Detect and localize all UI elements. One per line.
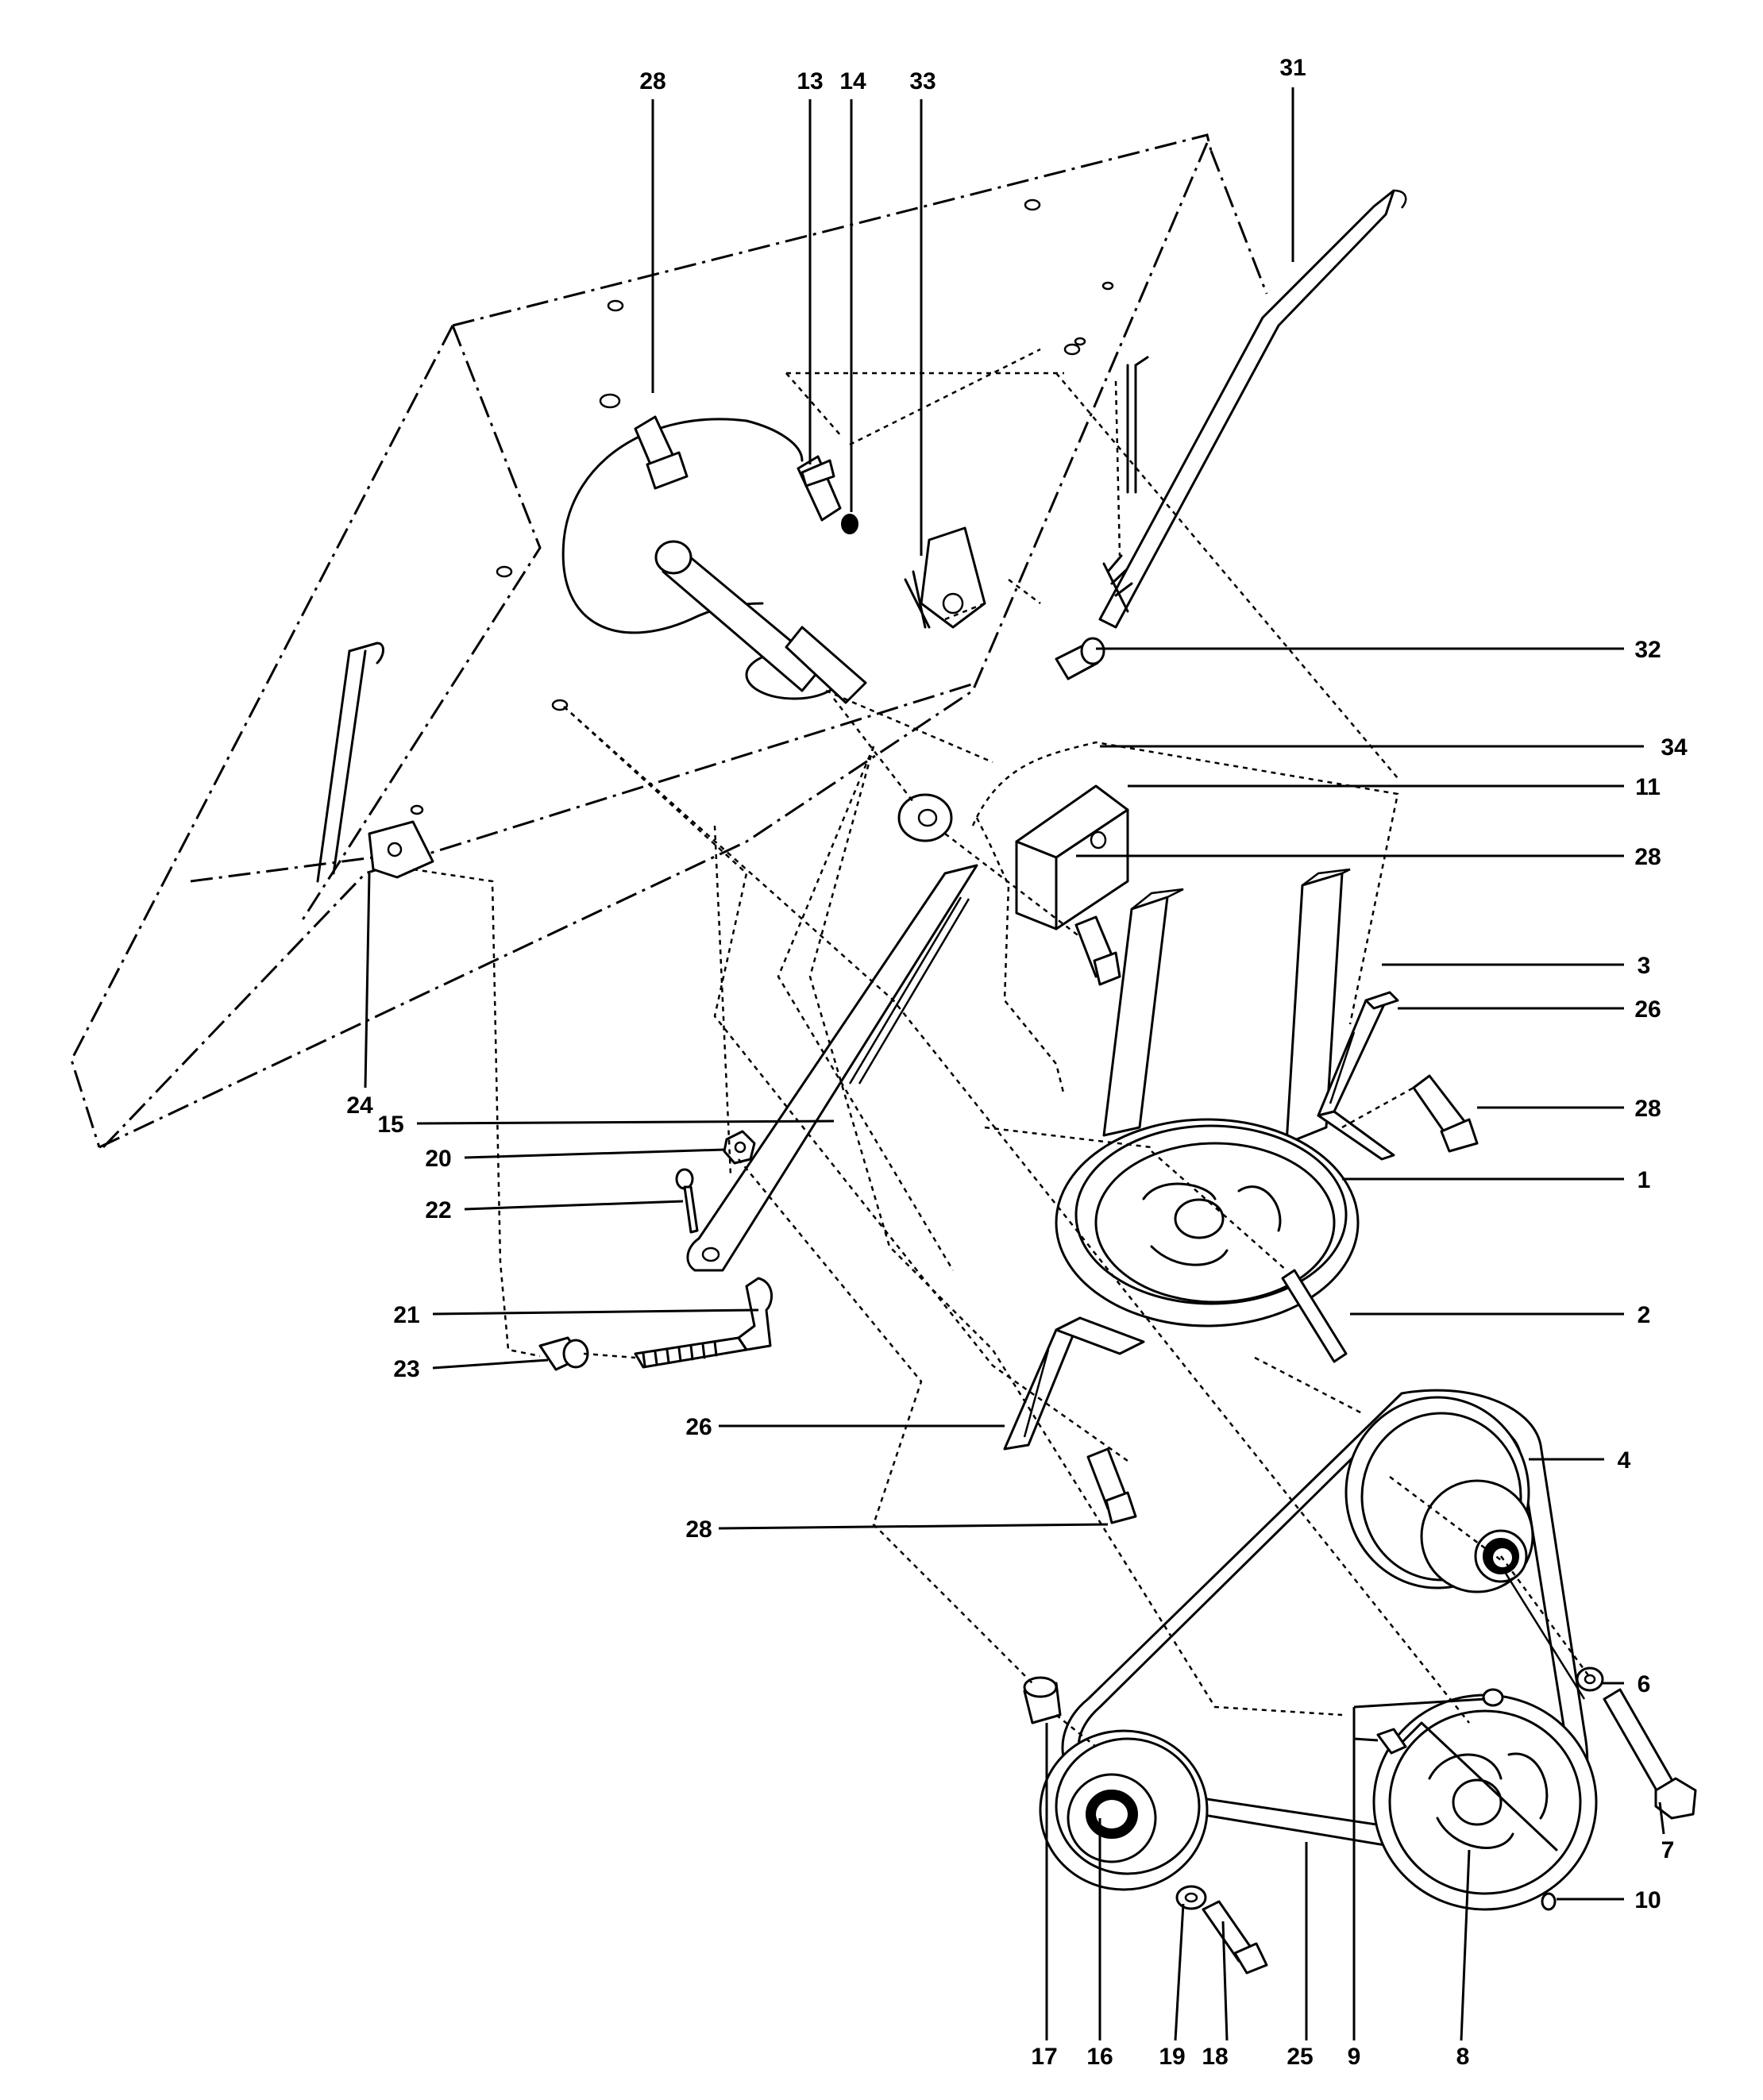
drive-shaft (654, 540, 867, 704)
pulley-8 (1372, 1693, 1598, 1911)
callout-label: 33 (909, 68, 936, 94)
stud-32 (1055, 637, 1105, 680)
spring-14 (841, 514, 858, 534)
callout-label: 10 (1634, 1887, 1661, 1913)
callout-label: 16 (1086, 2044, 1113, 2070)
bushing-17 (1023, 1676, 1062, 1724)
callout-label: 17 (1031, 2044, 1057, 2070)
callout-label: 31 (1279, 55, 1306, 81)
angle-bracket-26-upper (1317, 991, 1399, 1161)
callout-label: 25 (1287, 2044, 1313, 2070)
agitator-bracket (904, 526, 986, 629)
bolt-13 (797, 455, 842, 522)
washer-19 (1175, 1885, 1207, 1910)
callout-label: 4 (1618, 1447, 1631, 1474)
bolt-28-top (599, 393, 689, 490)
callout-label: 6 (1638, 1671, 1651, 1697)
callout-leaders (364, 87, 1665, 2041)
callout-label: 15 (377, 1112, 403, 1138)
pulley-16 (1039, 1729, 1209, 1891)
callout-label: 2 (1638, 1302, 1651, 1328)
callout-label: 21 (393, 1302, 419, 1328)
callout-label: 7 (1661, 1837, 1675, 1863)
bolt-28-lower (1086, 1447, 1137, 1524)
callout-label: 22 (425, 1197, 451, 1223)
callout-label: 8 (1456, 2044, 1470, 2070)
cotter-pin-22 (675, 1168, 699, 1234)
callout-label: 28 (639, 68, 665, 94)
callout-label: 26 (685, 1414, 712, 1440)
pulley-1 (1055, 1118, 1360, 1327)
side-bracket-right (1114, 356, 1149, 557)
callout-labels: 28 13 14 33 31 32 34 11 28 3 26 28 1 2 4… (346, 55, 1688, 2070)
callout-label: 28 (1634, 844, 1661, 870)
rod-21 (634, 1277, 773, 1369)
stud-23 (538, 1336, 589, 1371)
callout-label: 3 (1638, 953, 1651, 979)
bolt-18 (1202, 1900, 1268, 1975)
callout-label: 19 (1159, 2044, 1185, 2070)
callout-label: 11 (1635, 774, 1661, 800)
callout-label: 20 (425, 1146, 451, 1172)
control-lever (1098, 189, 1407, 629)
callout-label: 28 (1634, 1096, 1661, 1122)
pin-9b (1376, 1728, 1407, 1755)
callout-label: 28 (685, 1516, 712, 1543)
callout-label: 23 (393, 1356, 419, 1382)
washer-11a (897, 793, 953, 842)
block-11 (1015, 784, 1129, 931)
bolt-28-right (1412, 1074, 1479, 1153)
callout-label: 26 (1634, 996, 1661, 1023)
callout-label: 18 (1202, 2044, 1228, 2070)
callout-label: 34 (1661, 734, 1688, 761)
callout-label: 13 (797, 68, 823, 94)
angle-bracket-26-lower (1003, 1316, 1145, 1451)
callout-label: 9 (1348, 2044, 1361, 2070)
bolt-7 (1603, 1688, 1697, 1820)
assembly-dashed-lines (563, 348, 1590, 1747)
callout-label: 24 (346, 1092, 373, 1119)
key-2 (1281, 1269, 1348, 1363)
bolt-28-mid (1074, 915, 1121, 986)
left-bracket (316, 642, 434, 883)
pin-9a (1482, 1688, 1504, 1707)
hopper-holes (496, 198, 1114, 711)
v-belt-upper (1102, 868, 1351, 1145)
callout-label: 32 (1634, 637, 1661, 663)
hopper-outline (70, 133, 1268, 1149)
ring-10 (1541, 1892, 1557, 1911)
washer-6 (1576, 1667, 1604, 1692)
mounting-plate-outline (971, 741, 1399, 1096)
callout-label: 14 (839, 68, 866, 94)
callout-label: 1 (1638, 1167, 1651, 1193)
leader-dashed-left (412, 868, 636, 1359)
nut-20 (723, 1130, 756, 1165)
